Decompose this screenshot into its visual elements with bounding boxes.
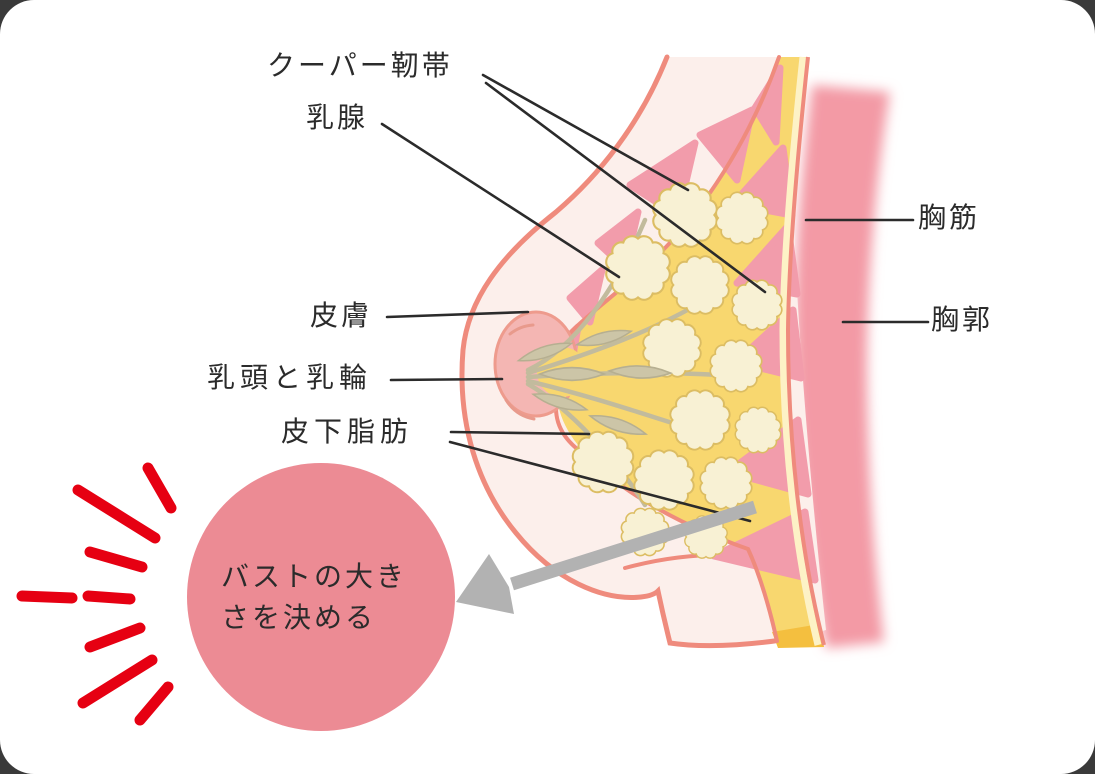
chest-wall-line — [785, 56, 826, 646]
leader-mammary-gland — [380, 122, 621, 279]
leader-cooper-2 — [484, 81, 767, 294]
leader-nipple-areola — [389, 377, 504, 382]
label-mammary-gland: 乳腺 — [306, 102, 369, 133]
label-cooper-ligament: クーパー靭帯 — [267, 50, 453, 81]
pectoral-muscle-shape — [794, 85, 890, 648]
leader-subcutaneous-fat-1 — [449, 430, 591, 436]
label-skin: 皮膚 — [310, 300, 373, 331]
leader-skin — [385, 310, 530, 319]
label-pectoral-muscle: 胸筋 — [918, 202, 981, 233]
leader-lines — [380, 73, 930, 523]
label-nipple-and-areola: 乳頭と乳輪 — [207, 362, 373, 393]
label-subcutaneous-fat: 皮下脂肪 — [281, 416, 414, 447]
leader-subcutaneous-fat-2 — [448, 440, 752, 523]
callout-circle: バストの大き さを決める — [187, 463, 455, 731]
label-rib-cage: 胸郭 — [931, 304, 994, 335]
arrow-to-callout — [456, 500, 757, 614]
callout-text-line2: さを決める — [221, 602, 377, 633]
leader-cooper-1 — [481, 73, 690, 192]
callout-text-line1: バストの大き — [221, 561, 408, 592]
emphasis-rays — [16, 462, 177, 726]
